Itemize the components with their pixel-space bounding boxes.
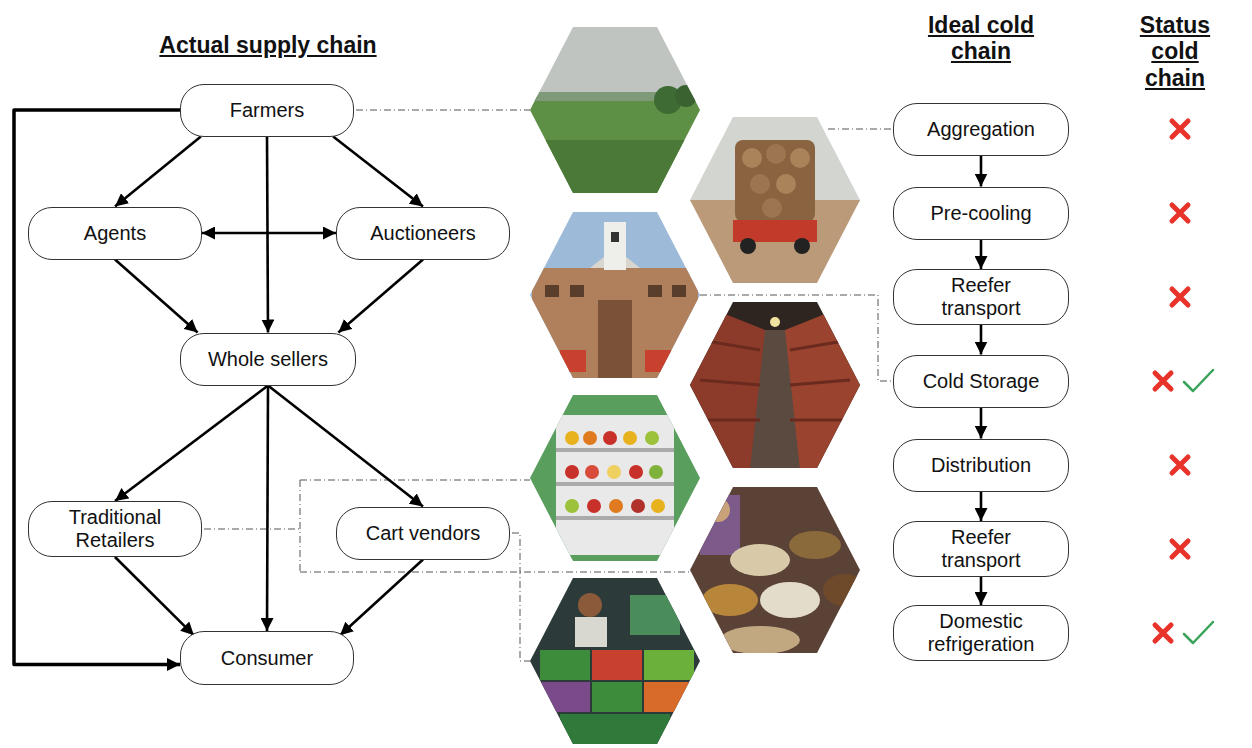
vendor-photo: [520, 570, 710, 748]
flow-arrow: [980, 408, 983, 439]
process-box: Farmers: [180, 84, 354, 137]
flow-arrow: [115, 557, 194, 635]
process-box: Domestic refrigeration: [893, 605, 1069, 661]
flow-arrow: [14, 110, 180, 664]
flow-arrow: [268, 386, 423, 507]
flow-arrow: [980, 156, 983, 187]
node-label: Domestic refrigeration: [910, 610, 1052, 656]
node-label: Agents: [84, 222, 146, 245]
supermarket-photo: [520, 390, 710, 570]
process-box: Distribution: [893, 439, 1069, 492]
cold-storage-photo: [680, 295, 870, 475]
process-box: Aggregation: [893, 103, 1069, 156]
section-heading: Status cold chain: [1119, 12, 1231, 91]
process-box: Reefer transport: [893, 521, 1069, 577]
node-label: Reefer transport: [910, 526, 1052, 572]
flow-arrow: [333, 137, 423, 207]
flow-arrow: [202, 232, 336, 235]
process-box: Pre-cooling: [893, 187, 1069, 240]
field-photo: [520, 20, 710, 200]
node-label: Pre-cooling: [930, 202, 1031, 225]
node-label: Auctioneers: [370, 222, 476, 245]
flow-arrow: [115, 260, 198, 333]
node-label: Farmers: [230, 99, 304, 122]
process-box: Consumer: [180, 631, 354, 685]
status-symbols: [1155, 121, 1213, 643]
flow-arrow: [115, 386, 268, 502]
section-heading: Actual supply chain: [159, 32, 376, 58]
node-label: Whole sellers: [208, 348, 328, 371]
building-photo: [520, 205, 710, 385]
flow-arrow: [980, 240, 983, 270]
flow-arrow: [340, 560, 423, 636]
leader-lines: [204, 110, 891, 661]
process-box: Cart vendors: [336, 507, 510, 560]
process-box: Auctioneers: [336, 207, 510, 260]
node-label: Consumer: [221, 647, 313, 670]
node-label: Reefer transport: [910, 274, 1052, 320]
node-label: Cold Storage: [923, 370, 1040, 393]
cross-symbol: [1155, 121, 1188, 641]
flow-arrow: [267, 137, 268, 333]
flow-arrow: [338, 260, 423, 333]
process-box: Reefer transport: [893, 269, 1069, 325]
flow-arrow: [980, 492, 983, 522]
market-photo: [680, 480, 870, 660]
node-label: Cart vendors: [366, 522, 481, 545]
process-box: Traditional Retailers: [28, 501, 202, 557]
process-box: Cold Storage: [893, 355, 1069, 408]
flow-arrow: [980, 325, 983, 355]
section-heading: Ideal cold chain: [925, 12, 1037, 65]
flow-arrow: [980, 577, 983, 605]
flow-arrow: [115, 137, 201, 207]
node-label: Distribution: [931, 454, 1031, 477]
tick-symbol: [1184, 370, 1213, 643]
process-box: Whole sellers: [180, 333, 356, 386]
node-label: Aggregation: [927, 118, 1035, 141]
truck-photo: [680, 110, 870, 290]
flow-arrow: [267, 386, 268, 632]
process-box: Agents: [28, 207, 202, 260]
node-label: Traditional Retailers: [45, 506, 185, 552]
